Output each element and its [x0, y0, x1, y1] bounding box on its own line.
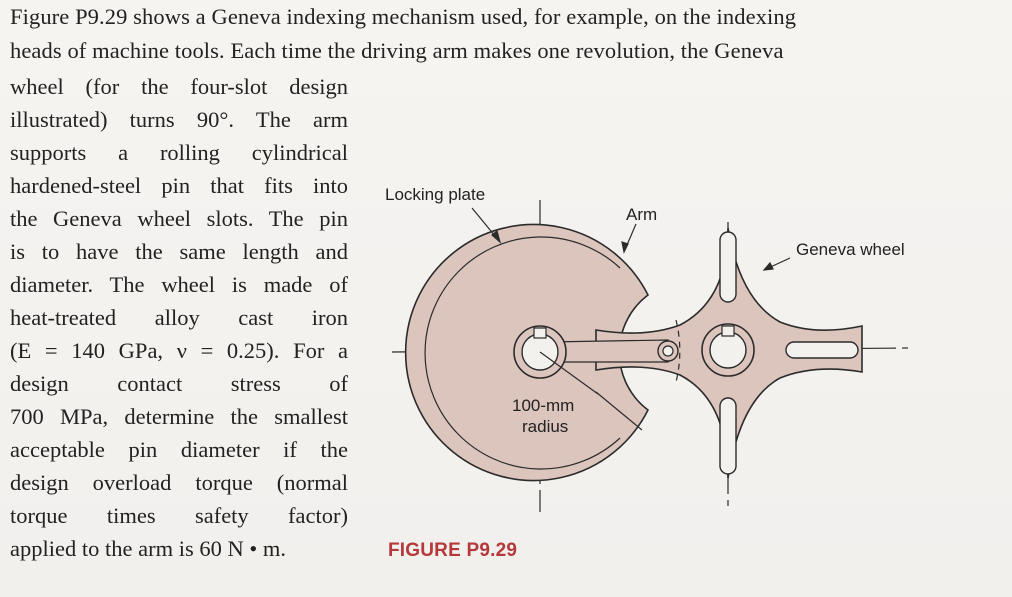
problem-text-line: wheel (for the four-slot design: [10, 74, 348, 99]
figure-caption: FIGURE P9.29: [388, 540, 518, 561]
problem-text-line: acceptable pin diameter if the: [10, 437, 348, 462]
problem-text-line: supports a rolling cylindrical: [10, 140, 348, 165]
problem-text-line: torque times safety factor): [10, 503, 348, 528]
pin-path-arc: [675, 319, 681, 383]
problem-text-line: heat-treated alloy cast iron: [10, 305, 348, 330]
label-geneva-wheel: Geneva wheel: [796, 240, 905, 259]
problem-text-column: wheel (for the four-slot design illustra…: [10, 70, 348, 565]
problem-text-line-1: Figure P9.29 shows a Geneva indexing mec…: [10, 4, 797, 29]
problem-text-line: applied to the arm is 60 N • m.: [10, 536, 286, 561]
radius-leader: [595, 391, 643, 431]
radius-line: [539, 351, 599, 395]
pin: [657, 340, 679, 362]
problem-text-line: design overload torque (normal: [10, 470, 348, 495]
problem-text-line: hardened-steel pin that fits into: [10, 173, 348, 198]
problem-text-line: 700 MPa, determine the smallest: [10, 404, 348, 429]
label-arm: Arm: [626, 205, 658, 224]
problem-text-line: (E = 140 GPa, ν = 0.25). For a: [10, 338, 348, 363]
label-leaders: [471, 207, 791, 271]
problem-text-line-2: heads of machine tools. Each time the dr…: [10, 38, 784, 63]
problem-text-line: is to have the same length and: [10, 239, 348, 264]
geneva-wheel-hub: [701, 323, 755, 377]
problem-text-line: the Geneva wheel slots. The pin: [10, 206, 348, 231]
problem-text-line: diameter. The wheel is made of: [10, 272, 348, 297]
label-radius-word: radius: [522, 417, 569, 436]
problem-text-line: design contact stress of: [10, 371, 348, 396]
problem-text-line: illustrated) turns 90°. The arm: [10, 107, 348, 132]
locking-plate-inner-outline: [424, 236, 621, 470]
label-locking-plate: Locking plate: [385, 185, 486, 204]
label-radius-value: 100-mm: [512, 396, 575, 415]
